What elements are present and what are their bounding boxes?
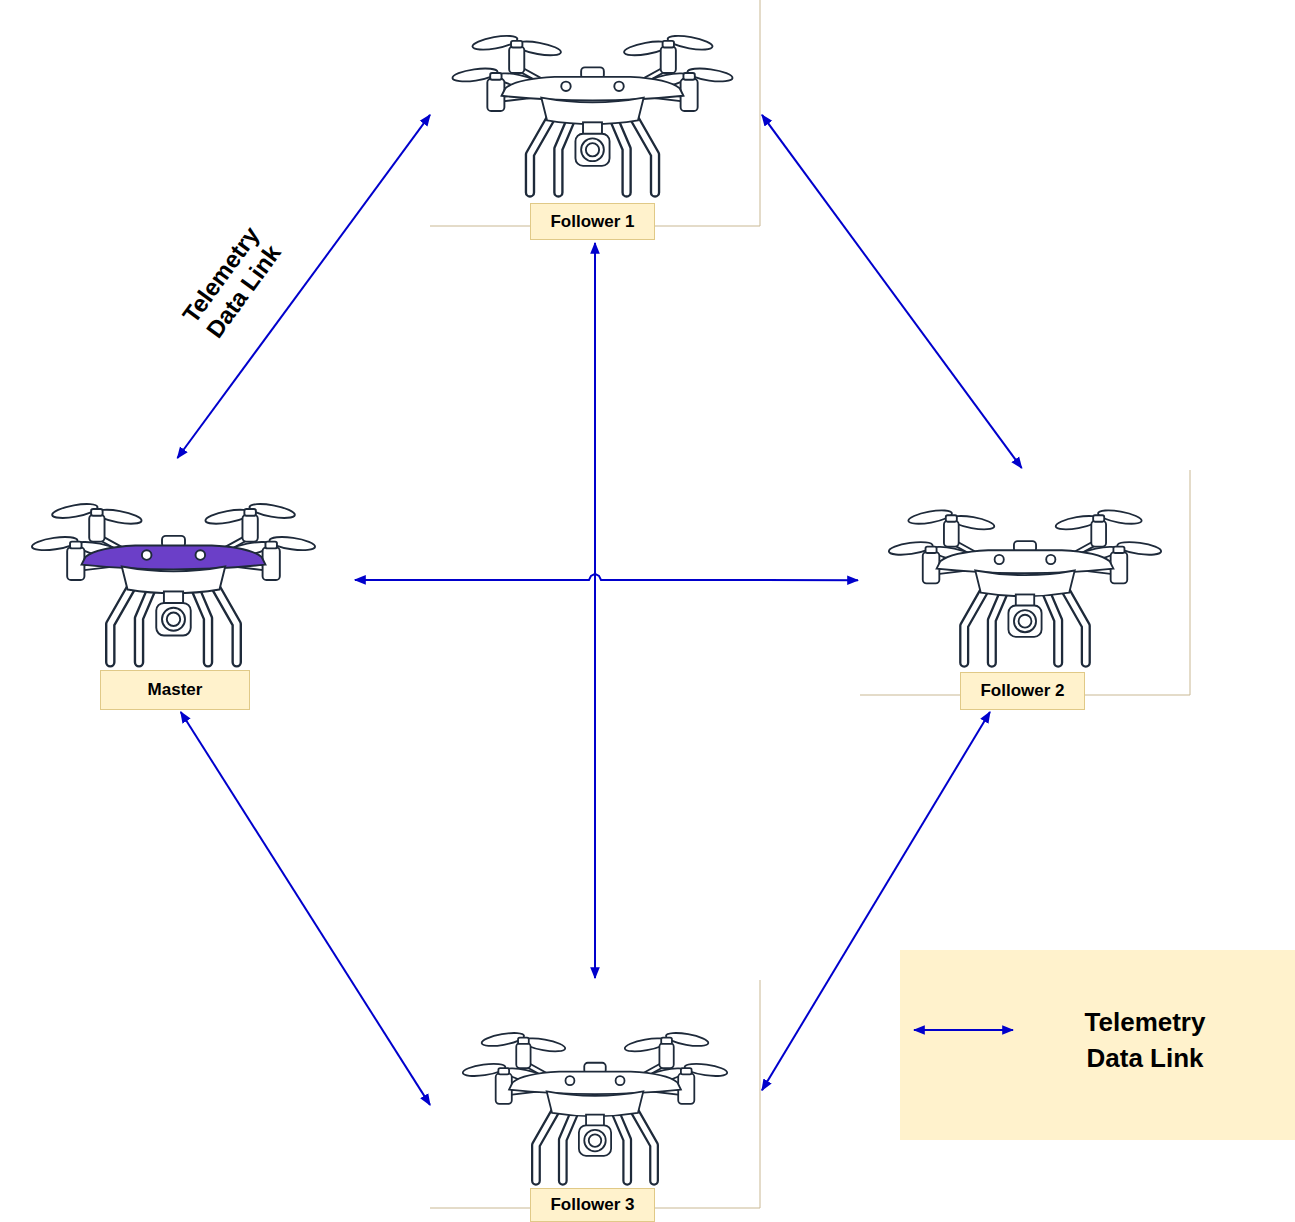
telemetry-link [177, 115, 430, 458]
telemetry-link [181, 712, 430, 1105]
drone-illustration [888, 508, 1162, 663]
link-label: Telemetry Data Link [171, 214, 292, 352]
drone-node: Follower 1 [430, 0, 762, 243]
legend-box [900, 950, 1295, 1140]
drone-illustration [452, 33, 734, 192]
frame-line [760, 0, 761, 226]
frame-line [760, 980, 761, 1208]
drone-node: Follower 2 [858, 468, 1192, 712]
name-tag: Follower 3 [530, 1188, 655, 1222]
drone-illustration [462, 1030, 728, 1180]
drone-node: Master [20, 458, 355, 712]
telemetry-link [355, 574, 858, 580]
telemetry-link [762, 712, 990, 1090]
telemetry-link [594, 243, 596, 978]
legend-text: Telemetry Data Link [1060, 1004, 1230, 1077]
drone-node: Follower 3 [430, 978, 762, 1222]
name-tag: Master [100, 670, 250, 710]
name-tag: Follower 2 [960, 672, 1085, 710]
name-tag: Follower 1 [530, 203, 655, 240]
legend-arrow-sample [914, 1029, 1013, 1031]
telemetry-link [762, 115, 1022, 468]
frame-line [1190, 470, 1191, 695]
legend-entry: Telemetry Data Link [1060, 1004, 1230, 1077]
drone-illustration [31, 501, 316, 662]
